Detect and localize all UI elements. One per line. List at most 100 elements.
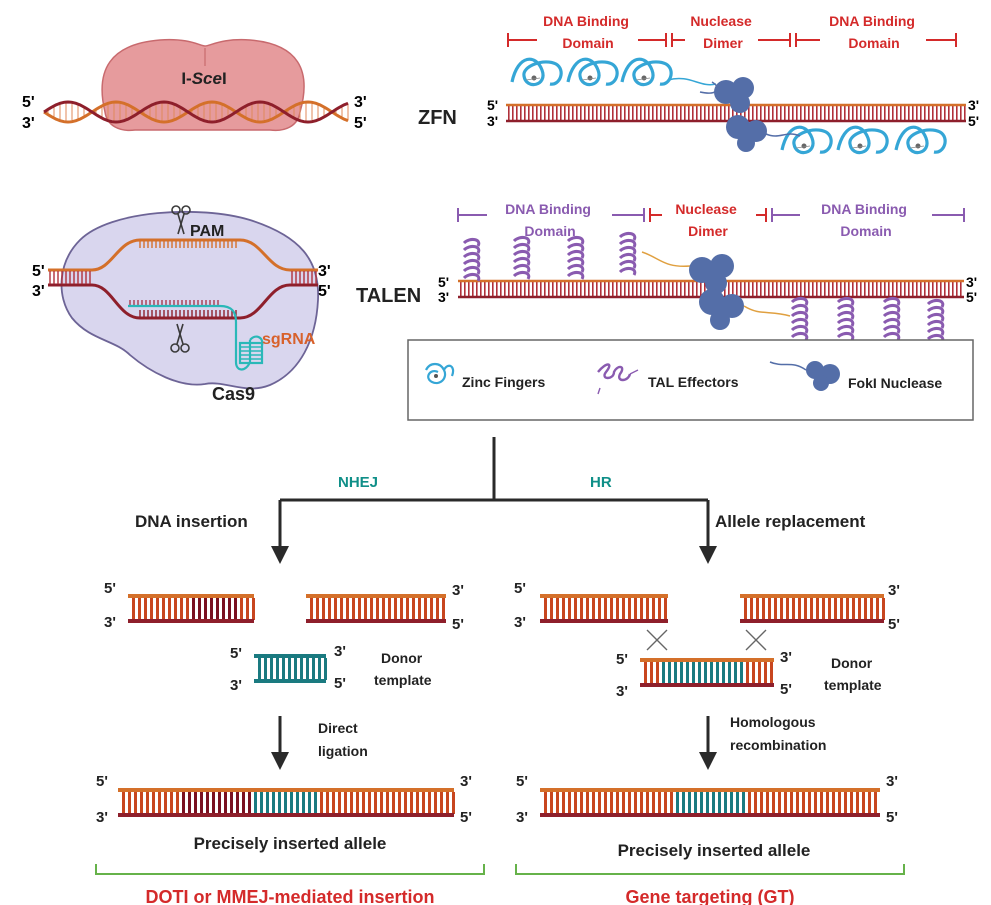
cas9-label: Cas9 xyxy=(212,384,255,404)
strand-end-label: 5' xyxy=(886,809,898,826)
zinc-finger xyxy=(566,57,619,87)
strand-end-label: 3' xyxy=(452,582,464,599)
legend-box xyxy=(407,339,974,421)
strand-end-label: 3' xyxy=(230,677,242,694)
arrowheads xyxy=(271,546,717,770)
crossover-marks xyxy=(646,629,767,651)
isce-5prime-right: 5' xyxy=(354,115,367,132)
talen-5prime-right: 5' xyxy=(966,289,977,305)
zfn-3prime-left: 3' xyxy=(487,113,498,129)
cas9-5prime-left: 5' xyxy=(32,263,45,280)
strand-end-label: 5' xyxy=(460,809,472,826)
dsdna-fragment xyxy=(540,594,668,623)
tal-effector-array xyxy=(462,231,945,343)
scissors-icon xyxy=(170,323,190,353)
hr-label: HR xyxy=(590,474,612,491)
talen-fokI-dimer xyxy=(641,251,791,330)
dsdna-fragment xyxy=(128,594,255,623)
talen-domain-brackets xyxy=(457,208,645,222)
strand-end-label: 5' xyxy=(230,645,242,662)
cas9-3prime-left: 3' xyxy=(32,283,45,300)
strand-end-label: 5' xyxy=(888,616,900,633)
strand-end-label: 3' xyxy=(334,643,346,660)
strand-end-label: 3' xyxy=(104,614,116,631)
zfn-5prime-right: 5' xyxy=(968,113,979,129)
precise-allele-label-left: Precisely inserted allele xyxy=(194,834,387,853)
cas9-dna xyxy=(48,238,318,320)
legend-foki-nuclease: FokI Nuclease xyxy=(848,375,942,391)
tal-effector xyxy=(462,237,481,282)
zinc-finger xyxy=(620,57,673,87)
isce-5prime-left: 5' xyxy=(22,94,35,111)
dsdna-fragment xyxy=(254,654,327,683)
direct-ligation-label: Direct ligation xyxy=(318,720,368,759)
tal-effector xyxy=(836,296,855,341)
dsdna-fragment xyxy=(118,788,455,817)
zfn-dbd-right-label: DNA Binding Domain xyxy=(829,13,919,51)
result-brackets xyxy=(95,864,905,875)
strand-end-label: 5' xyxy=(516,773,528,790)
strand-end-label: 3' xyxy=(516,809,528,826)
strand-end-label: 3' xyxy=(96,809,108,826)
nhej-label: NHEJ xyxy=(338,474,378,491)
talen-panel: DNA Binding Domain Nuclease Dimer DNA Bi… xyxy=(356,201,977,343)
zinc-finger xyxy=(894,125,947,155)
foki-nuclease-icon xyxy=(769,361,840,391)
zinc-finger-array xyxy=(510,57,947,155)
strand-end-label: 3' xyxy=(888,582,900,599)
isce-name: I-SceI xyxy=(181,69,226,88)
dna-fragments: 5' 3' 3' 5' 5' 3' 3' 5' 5' 3' 3' 5' 5' 3' 3' 5' 5' 3' 3' 5'… xyxy=(96,580,900,826)
tal-effector xyxy=(512,235,531,280)
zfn-5prime-left: 5' xyxy=(487,97,498,113)
strand-end-label: 3' xyxy=(514,614,526,631)
talen-3prime-right: 3' xyxy=(966,274,977,290)
tal-effector xyxy=(926,298,945,343)
zinc-finger xyxy=(780,125,833,155)
dsdna-fragment xyxy=(306,594,446,623)
dsdna-fragment xyxy=(640,658,774,687)
strand-end-label: 5' xyxy=(452,616,464,633)
cas9-5prime-right: 5' xyxy=(318,283,331,300)
strand-end-label: 5' xyxy=(780,681,792,698)
cas9-panel: PAM sgRNA Cas9 5' 3' 3' 5' xyxy=(32,205,331,404)
strand-end-label: 3' xyxy=(616,683,628,700)
hr-donor-template xyxy=(640,658,774,687)
tal-effector xyxy=(790,296,809,341)
dsdna-fragment xyxy=(540,788,880,817)
dsdna-fragment xyxy=(740,594,885,623)
talen-5prime-left: 5' xyxy=(438,274,449,290)
zfn-3prime-right: 3' xyxy=(968,97,979,113)
tal-effector xyxy=(618,231,637,276)
legend: Zinc Fingers TAL Effectors FokI Nuclease xyxy=(407,339,974,421)
ligation-arrows xyxy=(278,716,710,754)
zfn-nuclease-label: Nuclease Dimer xyxy=(690,13,755,51)
strand-end-label: 5' xyxy=(104,580,116,597)
talen-dbd-left-label: DNA Binding Domain xyxy=(505,201,595,239)
legend-zinc-fingers: Zinc Fingers xyxy=(462,374,545,390)
talen-dbd-right-label: DNA Binding Domain xyxy=(821,201,911,239)
gt-label: Gene targeting (GT) xyxy=(625,887,794,905)
zfn-dbd-left-label: DNA Binding Domain xyxy=(543,13,633,51)
pam-label: PAM xyxy=(190,223,224,240)
zfn-label: ZFN xyxy=(418,107,457,129)
tal-effector xyxy=(566,235,585,280)
strand-end-label: 3' xyxy=(886,773,898,790)
talen-nuclease-label: Nuclease Dimer xyxy=(675,201,740,239)
cas9-3prime-right: 3' xyxy=(318,263,331,280)
isce-3prime-right: 3' xyxy=(354,94,367,111)
strand-end-label: 5' xyxy=(96,773,108,790)
strand-end-label: 3' xyxy=(460,773,472,790)
homologous-recombination-label: Homologous recombination xyxy=(730,714,826,753)
sgrna xyxy=(128,304,264,371)
zfn-domain-brackets xyxy=(507,33,957,47)
isce-panel: I-SceI 5' 3' 3' 5' xyxy=(22,38,367,132)
isce-3prime-left: 3' xyxy=(22,115,35,132)
zinc-finger xyxy=(510,57,563,87)
allele-replacement-label: Allele replacement xyxy=(715,512,866,531)
pathway-tree xyxy=(278,437,710,552)
strand-end-label: 5' xyxy=(616,651,628,668)
doti-label: DOTI or MMEJ-mediated insertion xyxy=(145,887,434,905)
zfn-panel: DNA Binding Domain Nuclease Dimer DNA Bi… xyxy=(418,13,979,155)
dna-insertion-label: DNA insertion xyxy=(135,512,248,531)
